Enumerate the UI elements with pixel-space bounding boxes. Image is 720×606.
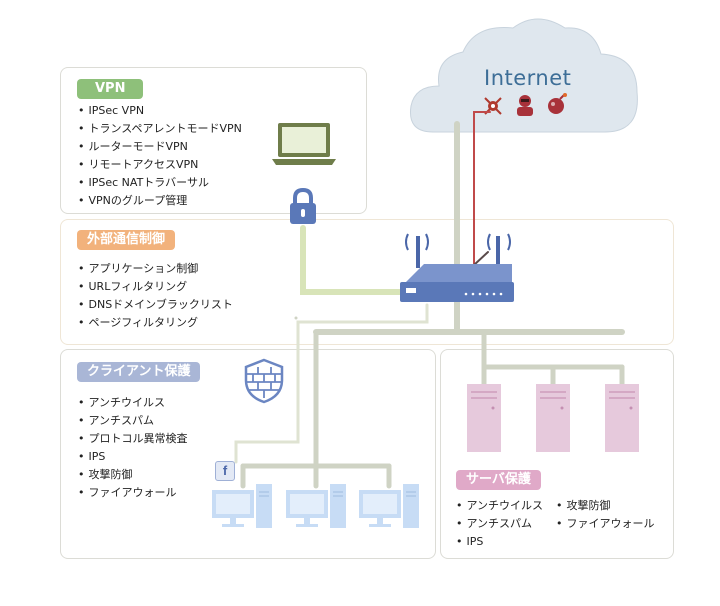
list-item: IPSec NATトラバーサル: [78, 174, 242, 192]
list-item: アンチスパム: [78, 412, 188, 430]
client-computer-2: [286, 484, 346, 528]
list-item: IPSec VPN: [78, 102, 242, 120]
external-control-title: 外部通信制御: [77, 230, 176, 250]
laptop-icon: [272, 123, 336, 165]
internet-cloud: [409, 18, 638, 133]
bomb-icon: [548, 93, 567, 114]
lock-icon: [290, 188, 316, 224]
server-3: [605, 384, 639, 452]
list-item: 攻撃防御: [78, 466, 188, 484]
list-item: ファイアウォール: [556, 515, 655, 533]
external-control-feature-list: アプリケーション制御 URLフィルタリング DNSドメインブラックリスト ページ…: [78, 260, 233, 332]
server-protection-title: サーバ保護: [456, 470, 541, 490]
client-protection-feature-list: アンチウイルス アンチスパム プロトコル異常検査 IPS 攻撃防御 ファイアウォ…: [78, 394, 188, 502]
list-item: プロトコル異常検査: [78, 430, 188, 448]
server-1: [467, 384, 501, 452]
list-item: URLフィルタリング: [78, 278, 233, 296]
list-item: 攻撃防御: [556, 497, 655, 515]
internet-label: Internet: [484, 66, 572, 90]
list-item: ルーターモードVPN: [78, 138, 242, 156]
router-icon: [400, 233, 514, 302]
server-2: [536, 384, 570, 452]
vpn-title: VPN: [77, 79, 144, 99]
client-computer-3: [359, 484, 419, 528]
list-item: アンチウイルス: [456, 497, 544, 515]
list-item: VPNのグループ管理: [78, 192, 242, 210]
vpn-feature-list: IPSec VPN トランスペアレントモードVPN ルーターモードVPN リモー…: [78, 102, 242, 210]
list-item: リモートアクセスVPN: [78, 156, 242, 174]
list-item: IPS: [456, 533, 543, 551]
client-computer-1: [212, 484, 272, 528]
list-item: ファイアウォール: [78, 484, 188, 502]
list-item: DNSドメインブラックリスト: [78, 296, 233, 314]
list-item: IPS: [78, 448, 188, 466]
shield-firewall-icon: [244, 358, 284, 404]
client-protection-title: クライアント保護: [77, 362, 201, 382]
list-item: アプリケーション制御: [78, 260, 233, 278]
list-item: アンチウイルス: [78, 394, 188, 412]
list-item: トランスペアレントモードVPN: [78, 120, 242, 138]
facebook-icon: f: [215, 461, 235, 481]
hacker-icon: [517, 95, 533, 116]
list-item: ページフィルタリング: [78, 314, 233, 332]
server-protection-feature-list-col2: 攻撃防御 ファイアウォール: [556, 497, 655, 533]
server-protection-feature-list-col1: アンチウイルス アンチスパム IPS: [456, 497, 544, 551]
list-item: アンチスパム: [456, 515, 543, 533]
